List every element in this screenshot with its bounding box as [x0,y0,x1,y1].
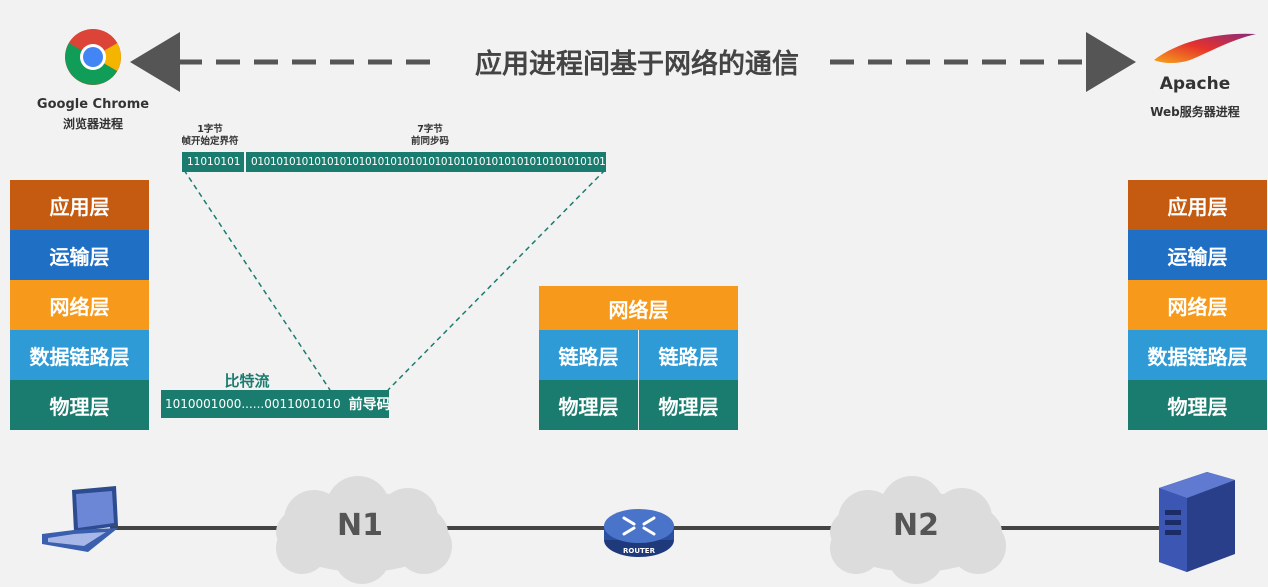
page-title: 应用进程间基于网络的通信 [475,49,799,80]
sfd-bits-box: 11010101 [182,152,244,172]
preamble-label-line1: 7字节 [417,124,443,135]
right-transport-layer: 运输层 [1128,230,1267,280]
preamble-label: 7字节 前同步码 [390,124,470,148]
bitstream-box: 1010001000......0011001010 前导码 [161,390,389,418]
left-app-subtitle: 浏览器进程 [62,117,123,131]
router-network-layer: 网络层 [539,286,738,330]
router-icon [604,509,674,557]
left-physical-layer: 物理层 [10,380,149,430]
router-link-layer-left: 链路层 [539,330,638,380]
right-network-layer: 网络层 [1128,280,1267,330]
right-physical-layer: 物理层 [1128,380,1267,430]
sfd-label: 1字节 帧开始定界符 [170,124,250,148]
left-application-layer: 应用层 [10,180,149,230]
cloud-n1-label: N1 [337,508,383,543]
right-application-layer: 应用层 [1128,180,1267,230]
left-app-name: Google Chrome [36,97,150,112]
sfd-label-line1: 1字节 [197,124,223,135]
cloud-n1-icon [276,476,452,584]
right-app-subtitle: Web服务器进程 [1150,105,1240,119]
bitstream-preamble: 前导码 [348,397,389,413]
left-network-layer: 网络层 [10,280,149,330]
projection-left [183,169,331,391]
left-datalink-layer: 数据链路层 [10,330,149,380]
preamble-bits-box: 0101010101010101010101010101010101010101… [246,152,606,172]
bitstream-label: 比特流 [224,372,270,390]
router-label: ROUTER [623,547,655,555]
apache-feather-icon [1154,33,1256,63]
router-link-layer-right: 链路层 [639,330,738,380]
cloud-n2-label: N2 [893,508,939,543]
projection-right [387,169,606,391]
right-app-name: Apache [1159,74,1231,94]
bitstream-bits: 1010001000......0011001010 [165,397,341,411]
preamble-label-line2: 前同步码 [410,136,449,147]
chrome-icon [65,29,121,85]
cloud-n2-icon [830,476,1006,584]
router-physical-layer-left: 物理层 [539,380,638,430]
sfd-label-line2: 帧开始定界符 [181,136,239,147]
laptop-icon [42,486,118,552]
right-datalink-layer: 数据链路层 [1128,330,1267,380]
left-transport-layer: 运输层 [10,230,149,280]
server-icon [1159,472,1235,572]
router-physical-layer-right: 物理层 [639,380,738,430]
